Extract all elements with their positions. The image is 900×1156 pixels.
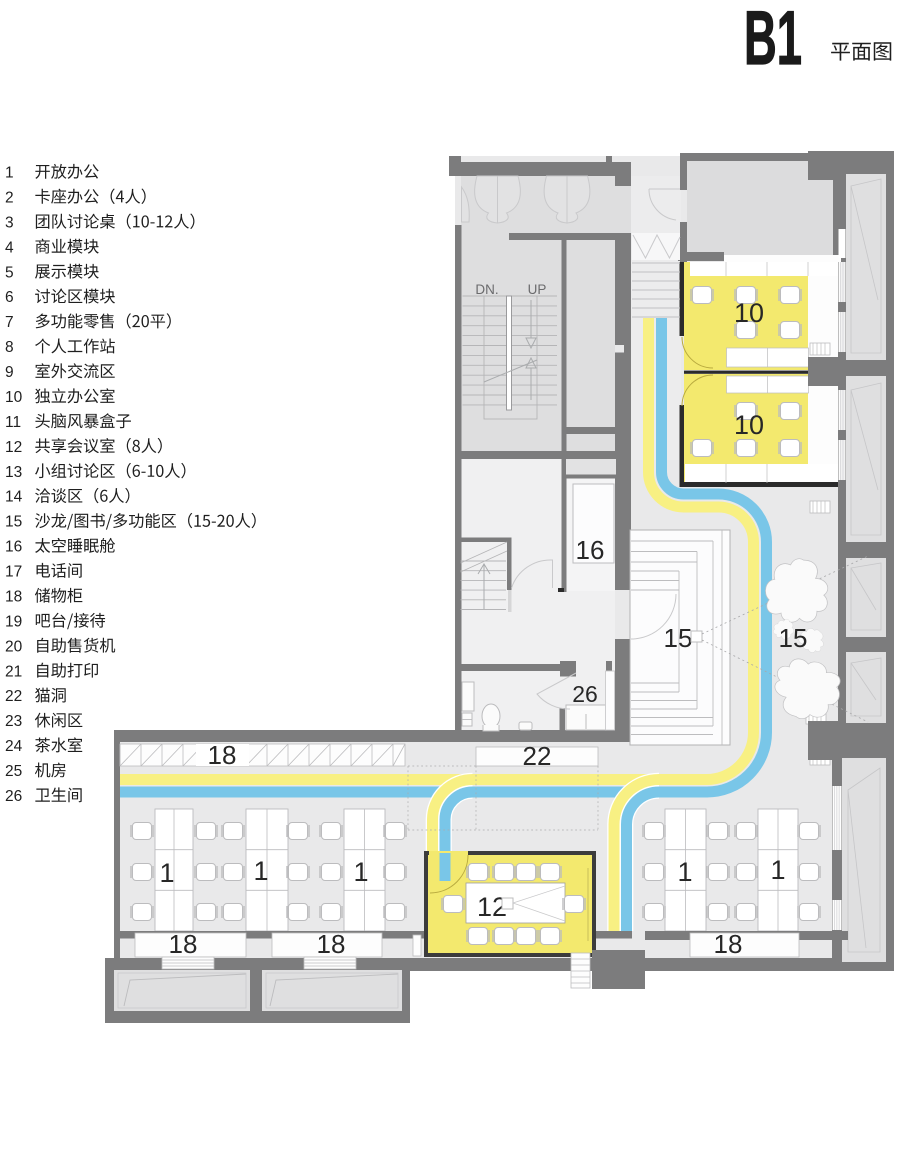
svg-text:1: 1 <box>253 856 268 886</box>
svg-text:18: 18 <box>714 929 743 959</box>
svg-text:15: 15 <box>664 623 693 653</box>
svg-text:23: 23 <box>5 713 22 730</box>
svg-text:1: 1 <box>677 857 692 887</box>
svg-text:1: 1 <box>770 855 785 885</box>
svg-text:17: 17 <box>5 564 22 581</box>
svg-text:26: 26 <box>572 681 598 707</box>
svg-text:21: 21 <box>5 663 22 680</box>
svg-text:18: 18 <box>5 589 22 606</box>
svg-text:25: 25 <box>5 763 22 780</box>
svg-text:18: 18 <box>317 929 346 959</box>
svg-text:13: 13 <box>5 464 22 481</box>
svg-text:1: 1 <box>5 165 14 182</box>
svg-text:22: 22 <box>523 741 552 771</box>
svg-text:2: 2 <box>5 189 14 206</box>
svg-text:6: 6 <box>5 289 14 306</box>
svg-text:18: 18 <box>169 929 198 959</box>
svg-text:7: 7 <box>5 314 14 331</box>
svg-text:20: 20 <box>5 638 23 655</box>
svg-text:4: 4 <box>5 239 14 256</box>
svg-text:26: 26 <box>5 788 22 805</box>
svg-text:9: 9 <box>5 364 14 381</box>
svg-text:18: 18 <box>208 740 237 770</box>
svg-text:5: 5 <box>5 264 14 281</box>
svg-text:11: 11 <box>5 414 21 431</box>
svg-text:24: 24 <box>5 738 23 755</box>
svg-text:10: 10 <box>734 410 764 440</box>
svg-text:19: 19 <box>5 613 22 630</box>
svg-text:16: 16 <box>5 539 22 556</box>
svg-text:UP: UP <box>528 282 547 297</box>
svg-text:8: 8 <box>5 339 14 356</box>
svg-text:1: 1 <box>159 858 174 888</box>
svg-text:16: 16 <box>576 535 605 565</box>
svg-text:DN.: DN. <box>475 282 498 297</box>
svg-text:10: 10 <box>734 298 764 328</box>
svg-text:14: 14 <box>5 489 23 506</box>
svg-text:15: 15 <box>5 514 22 531</box>
svg-text:10: 10 <box>5 389 23 406</box>
svg-text:1: 1 <box>353 857 368 887</box>
svg-text:B1: B1 <box>744 0 802 81</box>
svg-text:22: 22 <box>5 688 22 705</box>
svg-text:15: 15 <box>779 623 808 653</box>
svg-text:12: 12 <box>5 439 22 456</box>
svg-text:3: 3 <box>5 214 14 231</box>
